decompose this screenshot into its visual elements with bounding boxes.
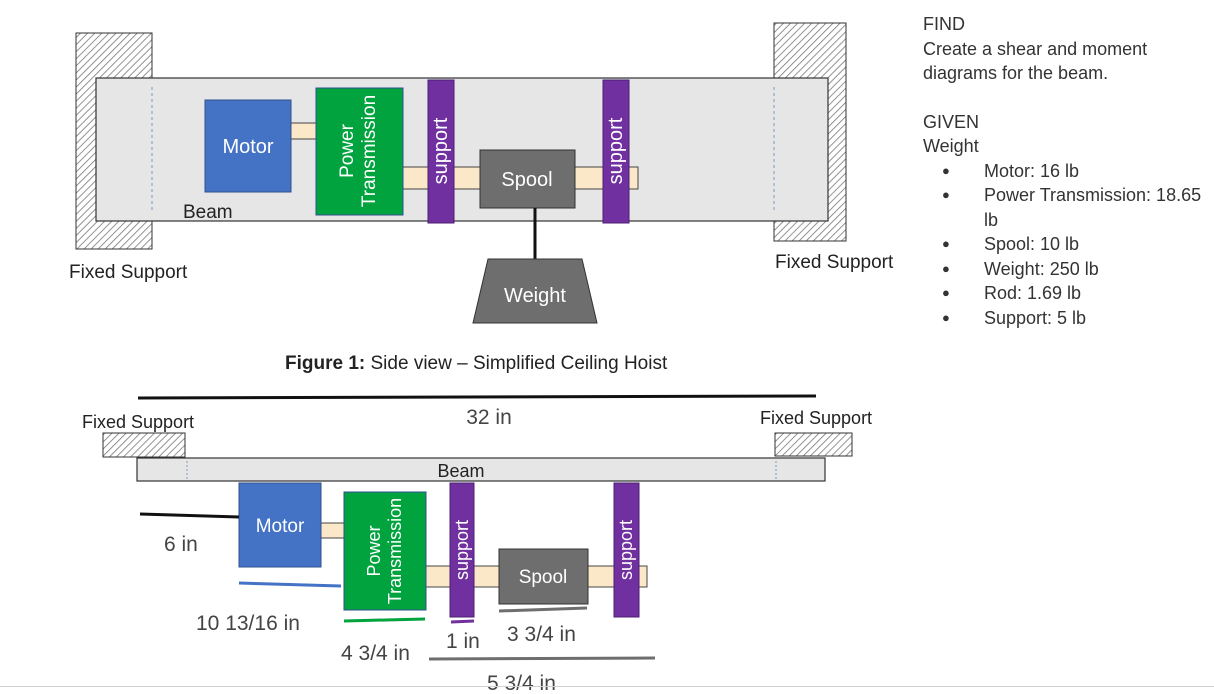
dim-label-10in: 10 13/16 in (196, 612, 300, 635)
given-heading: GIVEN (923, 111, 980, 132)
fig2-power-transmission-block (343, 491, 427, 611)
dim-line-5in (428, 656, 656, 661)
fig2-power-transmission-label-line2: Transmission (385, 498, 405, 604)
dim-label-4in: 4 3/4 in (341, 642, 410, 665)
spool-block (479, 149, 576, 209)
figure-caption-rest: Side view – Simplified Ceiling Hoist (365, 353, 668, 374)
fig2-fixed-support-right-label: Fixed Support (760, 408, 872, 428)
given-weights-list: Motor: 16 lb Power Transmission: 18.65 l… (923, 159, 1208, 331)
page-divider (0, 686, 1214, 687)
dim-label-3in: 3 3/4 in (507, 623, 576, 646)
dim-line-3in (498, 606, 588, 613)
support-left (427, 79, 455, 224)
fig2-spool-label: Spool (519, 567, 568, 588)
spool-label: Spool (501, 169, 552, 191)
fig2-motor-block (238, 482, 322, 568)
fig2-motor-label: Motor (256, 516, 305, 537)
fig2-support-right (613, 482, 640, 618)
fig2-support-right-label: support (616, 520, 636, 580)
problem-statement-panel: FIND Create a shear and moment diagrams … (923, 12, 1208, 330)
fig2-support-left (449, 482, 475, 618)
power-transmission-label-line2: Transmission (359, 95, 380, 207)
weight-block (472, 258, 598, 324)
dim-line-4in (343, 617, 426, 623)
dim-label-6in: 6 in (164, 533, 198, 556)
power-transmission-label-line1: Power (337, 123, 358, 178)
support-left-label: support (430, 117, 452, 184)
fig2-motor-shaft (320, 522, 345, 539)
given-weight-item: Power Transmission: 18.65 lb (923, 183, 1208, 232)
beam-label-fig1: Beam (183, 202, 233, 223)
given-weight-item: Motor: 16 lb (923, 159, 1208, 184)
motor-label: Motor (222, 136, 273, 158)
dim-label-1in: 1 in (446, 630, 480, 653)
given-weight-item: Weight: 250 lb (923, 257, 1208, 282)
given-weight-item: Support: 5 lb (923, 306, 1208, 331)
dim-line-1in (450, 619, 475, 624)
fig2-fixed-support-left-label: Fixed Support (82, 412, 194, 432)
fig2-beam (136, 457, 826, 482)
figure-caption-bold: Figure 1: (285, 353, 365, 374)
dim-label-total: 32 in (466, 406, 512, 429)
power-transmission-block (315, 87, 404, 216)
given-subheading: Weight (923, 136, 979, 156)
fixed-support-left-label: Fixed Support (69, 262, 188, 283)
find-heading: FIND (923, 14, 965, 34)
motor-block (204, 99, 292, 193)
given-weight-item: Spool: 10 lb (923, 232, 1208, 257)
dim-line-6in (139, 512, 240, 519)
dim-line-10in (238, 581, 342, 588)
figure-1: Motor Power Transmission support support… (69, 22, 894, 374)
support-right (602, 79, 630, 224)
fig2-spool-block (498, 548, 589, 605)
fig2-beam-label: Beam (437, 461, 484, 481)
fig2-fixed-support-right-block (774, 432, 853, 457)
given-weight-item: Rod: 1.69 lb (923, 281, 1208, 306)
weight-label: Weight (504, 285, 566, 307)
figure-caption: Figure 1: Side view – Simplified Ceiling… (285, 353, 668, 374)
dim-line-total (137, 394, 817, 400)
fig2-power-transmission-label-line1: Power (364, 525, 384, 576)
find-text: Create a shear and moment diagrams for t… (923, 38, 1148, 84)
dim-label-5in: 5 3/4 in (487, 672, 556, 694)
fixed-support-right-label: Fixed Support (775, 252, 894, 273)
fig2-support-left-label: support (452, 520, 472, 580)
support-right-label: support (605, 117, 627, 184)
motor-shaft (290, 122, 318, 140)
figure-2: 32 in Fixed Support Fixed Support Beam M… (82, 394, 872, 694)
fig2-fixed-support-left-block (102, 432, 186, 458)
spacer (923, 86, 1208, 110)
